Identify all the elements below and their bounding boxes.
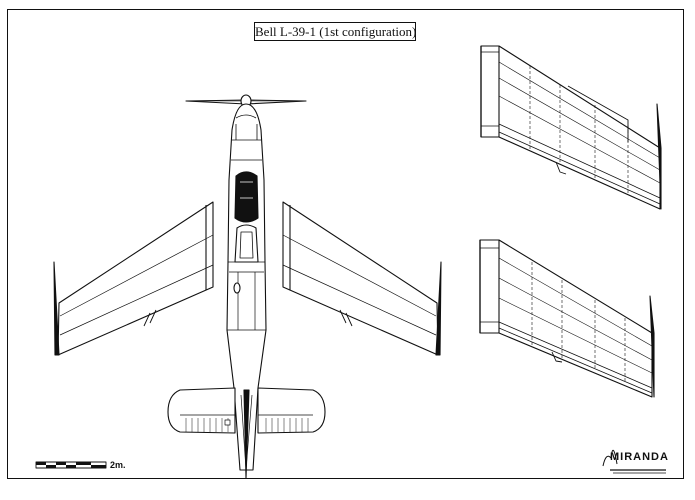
wing-detail-upper xyxy=(480,45,662,210)
scale-bar xyxy=(35,461,107,469)
vertical-tail xyxy=(240,389,253,479)
drawing-frame xyxy=(7,9,684,479)
right-wing xyxy=(282,201,442,356)
artist-signature: MIRANDA xyxy=(610,451,669,463)
left-wing xyxy=(53,201,214,356)
wing-detail-lower xyxy=(479,239,655,398)
scale-label: 2m. xyxy=(110,460,126,470)
signature-mark xyxy=(602,449,666,474)
horizontal-tail xyxy=(167,387,326,434)
drawing-title: Bell L-39-1 (1st configuration) xyxy=(254,22,417,41)
canopy xyxy=(234,171,259,263)
